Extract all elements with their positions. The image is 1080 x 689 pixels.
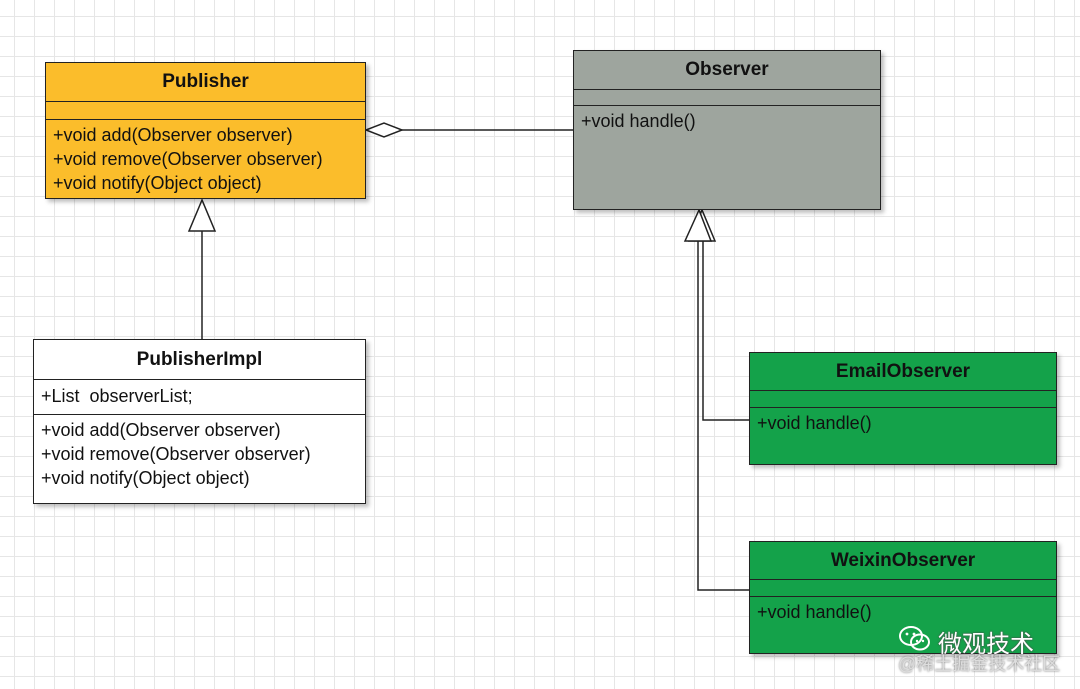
impl-inheritance-arrowhead: [187, 198, 217, 232]
class-name: PublisherImpl: [34, 340, 365, 380]
attributes-compartment: [750, 580, 1056, 597]
class-name: WeixinObserver: [750, 542, 1056, 580]
operation: +void handle(): [757, 413, 872, 433]
operation: +void add(Observer observer): [53, 125, 293, 145]
operations-compartment: +void handle(): [750, 597, 1056, 624]
observer-class[interactable]: Observer +void handle(): [573, 50, 881, 210]
operation: +void handle(): [757, 602, 872, 622]
operations-compartment: +void add(Observer observer) +void remov…: [34, 415, 365, 490]
wechat-logo-icon: [899, 626, 930, 651]
operation: +void remove(Observer observer): [41, 444, 311, 464]
watermark-source: @稀土掘金技术社区: [898, 654, 1061, 674]
attributes-compartment: +List observerList;: [34, 380, 365, 415]
publisher-impl-class[interactable]: PublisherImpl +List observerList; +void …: [33, 339, 366, 504]
email-observer-class[interactable]: EmailObserver +void handle(): [749, 352, 1057, 465]
class-name: Observer: [574, 51, 880, 90]
class-name: EmailObserver: [750, 353, 1056, 391]
attributes-compartment: [574, 90, 880, 106]
operation: +void handle(): [581, 111, 696, 131]
weixin-observer-class[interactable]: WeixinObserver +void handle(): [749, 541, 1057, 654]
operation: +void remove(Observer observer): [53, 149, 323, 169]
aggregation-diamond: [363, 122, 405, 138]
operations-compartment: +void handle(): [574, 106, 880, 133]
operations-compartment: +void handle(): [750, 408, 1056, 435]
class-name: Publisher: [46, 63, 365, 102]
attribute: +List observerList;: [41, 386, 193, 406]
publisher-class[interactable]: Publisher +void add(Observer observer) +…: [45, 62, 366, 199]
attributes-compartment: [46, 102, 365, 120]
attributes-compartment: [750, 391, 1056, 408]
weixin-inheritance-arrowhead: [683, 208, 713, 242]
operation: +void notify(Object object): [41, 468, 250, 488]
watermark: 微观技术 @稀土掘金技术社区: [898, 622, 1078, 688]
operation: +void notify(Object object): [53, 173, 262, 193]
operations-compartment: +void add(Observer observer) +void remov…: [46, 120, 365, 195]
email-inheritance-line: [702, 241, 749, 421]
weixin-inheritance-line: [697, 241, 749, 591]
operation: +void add(Observer observer): [41, 420, 281, 440]
watermark-title: 微观技术: [938, 631, 1034, 658]
